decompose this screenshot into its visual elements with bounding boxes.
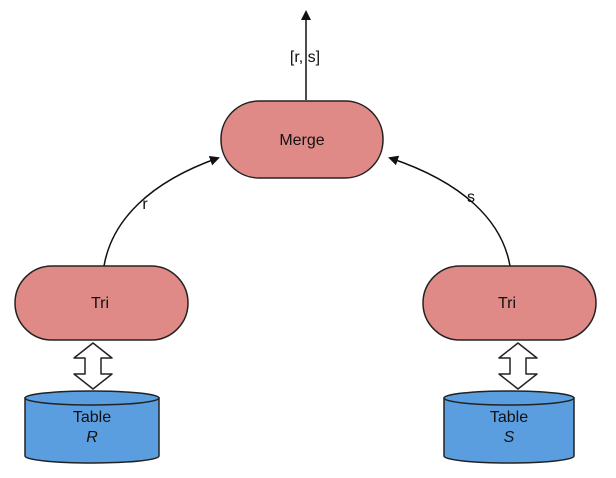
- left-bidirectional-arrow-shape: [73, 342, 113, 390]
- left-bidirectional-arrow: [73, 342, 113, 390]
- table-s-label: Table: [490, 409, 528, 426]
- table-r-label: Table: [73, 409, 111, 426]
- left-to-merge-edge-label: r: [142, 196, 148, 213]
- tri-right-node: Tri: [422, 265, 597, 341]
- merge-node-label: Merge: [279, 132, 324, 149]
- right-bidirectional-arrow-shape: [498, 342, 538, 390]
- left-to-merge-edge-path: [103, 155, 220, 267]
- table-s-name: S: [504, 429, 515, 446]
- right-to-merge-edge: [388, 155, 511, 267]
- right-to-merge-edge-label: s: [467, 189, 475, 206]
- tri-right-node-shape: [422, 265, 597, 341]
- table-r-node: Table R: [24, 390, 160, 464]
- right-to-merge-edge-path: [388, 155, 511, 267]
- output-edge-label: [r, s]: [290, 49, 320, 66]
- left-to-merge-edge: [103, 155, 220, 267]
- tri-right-node-label: Tri: [498, 295, 516, 312]
- tri-left-node-shape: [14, 265, 189, 341]
- table-r-cylinder-top: [24, 390, 160, 406]
- tri-left-node: Tri: [14, 265, 189, 341]
- table-r-name: R: [86, 429, 98, 446]
- merge-node: Merge: [220, 100, 384, 179]
- merge-node-shape: [220, 100, 384, 179]
- table-s-cylinder-top: [443, 390, 575, 406]
- table-s-cylinder-body: [443, 397, 575, 464]
- right-bidirectional-arrow: [498, 342, 538, 390]
- table-s-node: Table S: [443, 390, 575, 464]
- tri-left-node-label: Tri: [91, 295, 109, 312]
- table-r-cylinder-body: [24, 397, 160, 464]
